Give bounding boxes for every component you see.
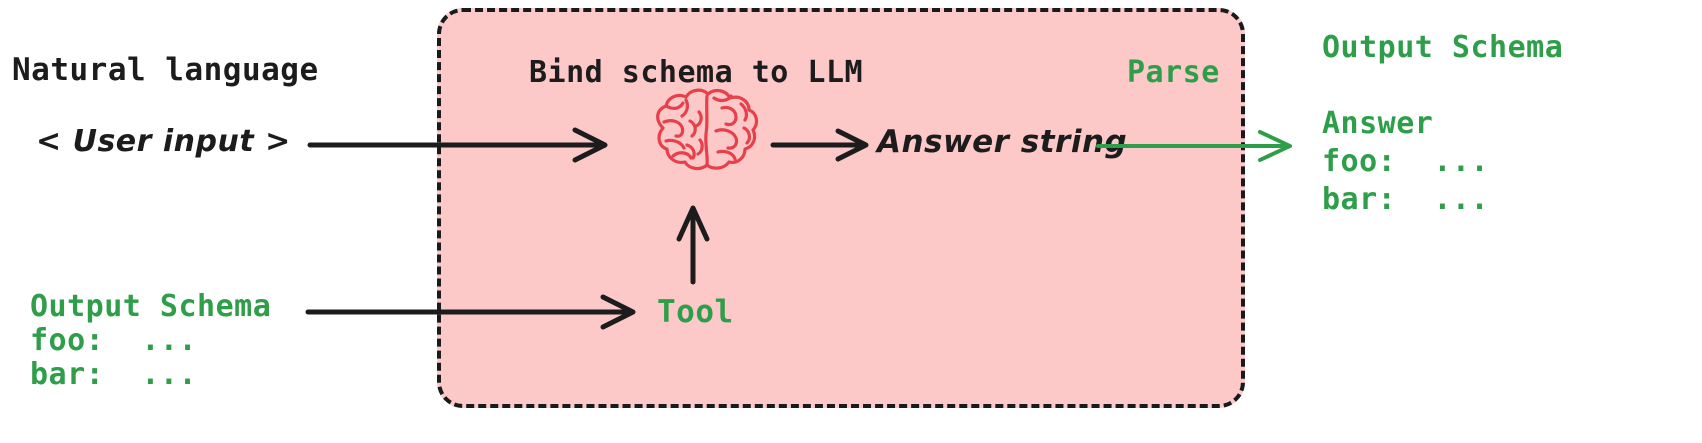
llm-panel bbox=[437, 8, 1245, 408]
bind-schema-to-llm-label: Bind schema to LLM bbox=[529, 55, 864, 90]
parse-label: Parse bbox=[1127, 55, 1220, 90]
natural-language-label: Natural language bbox=[12, 52, 319, 88]
output-schema-block: Output Schema Answer foo: ... bar: ... bbox=[1322, 30, 1564, 217]
answer-string-label: Answer string bbox=[877, 124, 1128, 160]
user-input-label: < User input > bbox=[36, 124, 291, 159]
tool-label: Tool bbox=[657, 294, 734, 330]
input-output-schema-block: Output Schema foo: ... bar: ... bbox=[30, 289, 272, 392]
